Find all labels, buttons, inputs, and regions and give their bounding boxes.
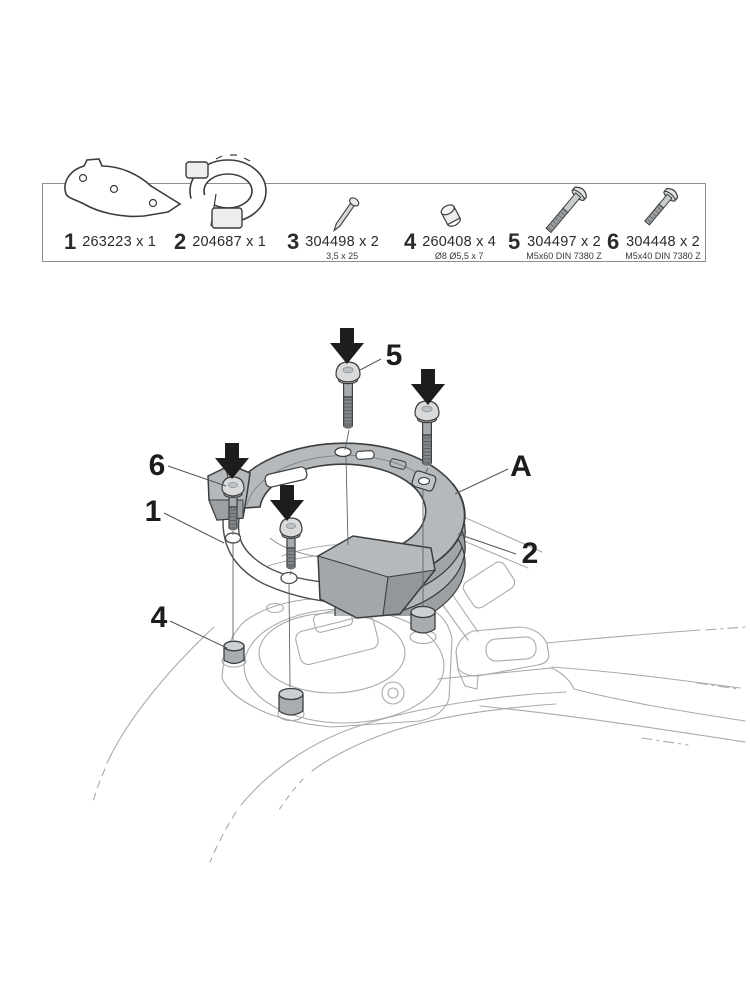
spacers bbox=[223, 605, 436, 716]
part-number: 2 bbox=[174, 229, 187, 254]
part-code: 260408 x 4 bbox=[422, 234, 497, 250]
part-item-3: 3 304498 x 2 3,5 x 25 bbox=[287, 229, 380, 262]
down-arrow-icon bbox=[270, 485, 304, 521]
screw-m5x40-left bbox=[221, 476, 245, 531]
screw-m5x40-front bbox=[279, 517, 303, 570]
down-arrow-icon bbox=[330, 328, 364, 364]
part-item-6: 6 304448 x 2 M5x40 DIN 7380 Z bbox=[607, 229, 701, 262]
part-code: 263223 x 1 bbox=[82, 234, 157, 250]
callout-4: 4 bbox=[151, 601, 168, 634]
callout-5: 5 bbox=[386, 339, 403, 372]
spacer-part-icon bbox=[440, 204, 461, 227]
part-number: 4 bbox=[404, 229, 417, 254]
part-caption: Ø8 Ø5,5 x 7 bbox=[434, 251, 484, 261]
part-code: 304448 x 2 bbox=[626, 234, 700, 250]
part-caption: M5x60 DIN 7380 Z bbox=[526, 251, 602, 261]
part-number: 1 bbox=[64, 229, 77, 254]
bolt-m5x60-part-icon bbox=[545, 186, 588, 234]
down-arrow-icon bbox=[215, 443, 249, 479]
part-number: 6 bbox=[607, 229, 620, 254]
part-item-1: 1 263223 x 1 bbox=[64, 229, 157, 254]
leader-lines bbox=[163, 358, 517, 649]
part-code: 204687 x 1 bbox=[192, 234, 267, 250]
part-number: 5 bbox=[508, 229, 521, 254]
part-item-2: 2 204687 x 1 bbox=[174, 229, 267, 254]
part-caption: 3,5 x 25 bbox=[326, 251, 359, 261]
bolt-m5x40-part-icon bbox=[644, 188, 679, 226]
down-arrow-icons bbox=[215, 328, 445, 521]
callout-A: A bbox=[510, 450, 532, 483]
alignment-lines bbox=[232, 429, 429, 688]
rack-handle bbox=[455, 626, 550, 677]
screw-m5x60-center bbox=[335, 361, 361, 429]
down-arrow-icon bbox=[411, 369, 445, 405]
part-code: 304497 x 2 bbox=[527, 234, 601, 250]
ring-part-icon bbox=[184, 154, 267, 230]
part-code: 304498 x 2 bbox=[305, 234, 380, 250]
part-item-4: 4 260408 x 4 Ø8 Ø5,5 x 7 bbox=[404, 229, 497, 262]
callout-1: 1 bbox=[145, 495, 162, 528]
screw-part-icon bbox=[333, 197, 360, 233]
bracket-part-icon bbox=[64, 158, 182, 218]
callout-6: 6 bbox=[149, 449, 166, 482]
ring-front-block bbox=[317, 535, 436, 619]
screw-m5x60-right bbox=[414, 400, 440, 466]
part-caption: M5x40 DIN 7380 Z bbox=[625, 251, 701, 261]
callout-2: 2 bbox=[522, 537, 539, 570]
part-number: 3 bbox=[287, 229, 300, 254]
part-item-5: 5 304497 x 2 M5x60 DIN 7380 Z bbox=[508, 229, 602, 262]
exploded-assembly-diagram: 5 6 1 4 A 2 bbox=[92, 328, 746, 863]
